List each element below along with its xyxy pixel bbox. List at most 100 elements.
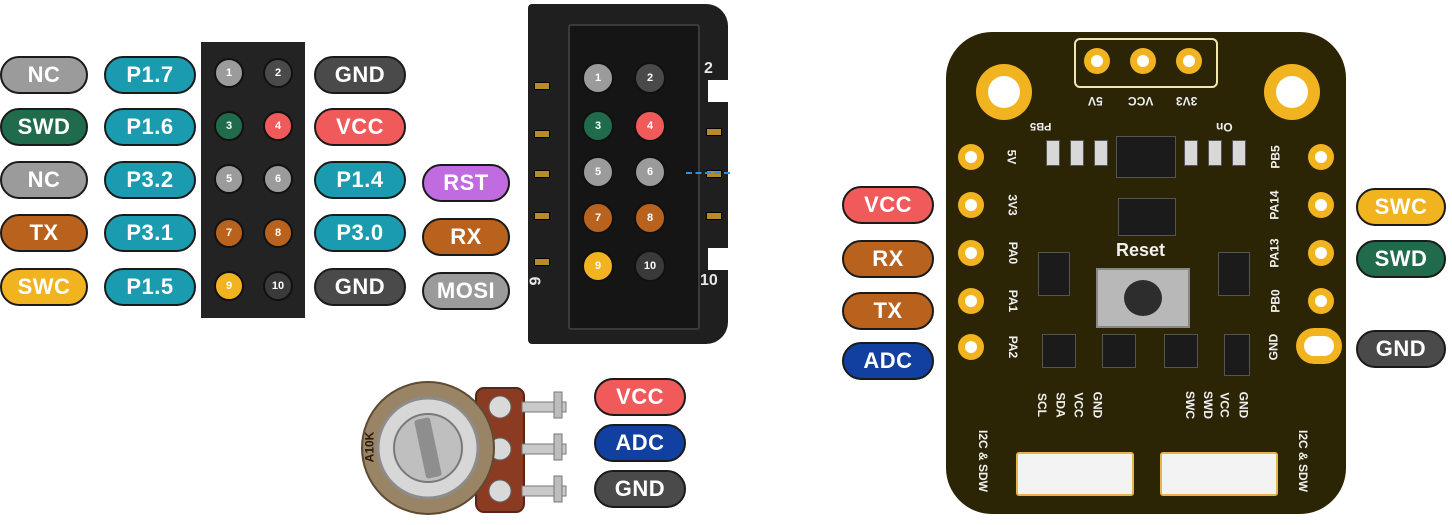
pin-label: RST xyxy=(422,164,510,202)
pcb-silk-label: PB5 xyxy=(1268,145,1283,169)
jst-connector xyxy=(1160,452,1278,496)
header-pin: 2 xyxy=(263,58,293,88)
pcb-pad xyxy=(1176,48,1202,74)
header-pin: 10 xyxy=(263,271,293,301)
pcb-pad xyxy=(1308,192,1334,218)
pcb-pad xyxy=(1308,240,1334,266)
header-pin: 9 xyxy=(582,250,614,282)
pin-label: RX xyxy=(422,218,510,256)
pcb-pad xyxy=(958,240,984,266)
pcb-silk-label: GND xyxy=(1090,391,1105,419)
lead xyxy=(706,212,722,220)
pcb-silk-label: PB5 xyxy=(1030,120,1052,132)
pcb-silk-label: 3V3 xyxy=(1176,94,1198,108)
ic-chip xyxy=(1164,334,1198,368)
module-right-label: GND xyxy=(1356,330,1446,368)
reset-button[interactable] xyxy=(1096,268,1190,328)
led-component xyxy=(1208,140,1222,166)
pcb-pad xyxy=(958,334,984,360)
header-pin: 6 xyxy=(634,156,666,188)
header-pin: 5 xyxy=(582,156,614,188)
led-component xyxy=(1094,140,1108,166)
pcb-silk-label: VCC xyxy=(1217,392,1232,418)
pcb-side-text: I2C & SDW xyxy=(976,429,991,493)
header-pin: 9 xyxy=(214,271,244,301)
header-pin: 4 xyxy=(634,110,666,142)
led-component xyxy=(1232,140,1246,166)
port-label: P1.5 xyxy=(104,268,196,306)
header-pin: 3 xyxy=(582,110,614,142)
header-pin: 3 xyxy=(214,111,244,141)
pcb-pad xyxy=(958,144,984,170)
pin-label: NC xyxy=(0,161,88,199)
pcb-silk-label: PB0 xyxy=(1268,289,1283,313)
module-left-label: RX xyxy=(842,240,934,278)
pin-number-label: 10 xyxy=(700,272,718,289)
jst-connector xyxy=(1016,452,1134,496)
module-right-label: SWC xyxy=(1356,188,1446,226)
pcb-side-text: I2C & SDW xyxy=(1296,429,1311,493)
header-pin: 7 xyxy=(214,218,244,248)
pcb-pad xyxy=(958,288,984,314)
pcb-pad xyxy=(1130,48,1156,74)
ic-chip xyxy=(1224,334,1250,376)
pcb-silk-label: VCC xyxy=(1071,392,1086,418)
mounting-hole xyxy=(1264,64,1320,120)
port-label: P3.2 xyxy=(104,161,196,199)
regulator-chip xyxy=(1116,136,1176,178)
potentiometer-marking: A10K xyxy=(362,431,377,463)
potentiometer: A10K xyxy=(356,374,576,520)
module-left-label: ADC xyxy=(842,342,934,380)
header-pin: 8 xyxy=(263,218,293,248)
ic-chip xyxy=(1102,334,1136,368)
mcu-chip xyxy=(1118,198,1176,236)
key-notch xyxy=(708,248,728,270)
pcb-silk-label: SCL xyxy=(1035,393,1049,417)
pin-label: SWD xyxy=(0,108,88,146)
pcb-pad xyxy=(1308,144,1334,170)
header-pin: 4 xyxy=(263,111,293,141)
header-pin: 2 xyxy=(634,62,666,94)
lead xyxy=(534,258,550,266)
module-left-label: TX xyxy=(842,292,934,330)
pcb-pad xyxy=(958,192,984,218)
pot-label: GND xyxy=(594,470,686,508)
boxed-header-connector: 2 9 10 1 2 3 4 5 6 7 8 9 10 xyxy=(527,4,728,344)
pin-label: P3.0 xyxy=(314,214,406,252)
pcb-silk-label: GND xyxy=(1266,333,1281,361)
pcb-silk-label: SDA xyxy=(1053,392,1068,418)
gnd-slot-pad xyxy=(1296,328,1342,364)
pin-number-label: 9 xyxy=(527,276,545,286)
pcb-silk-label: 5V xyxy=(1088,94,1103,108)
led-component xyxy=(1046,140,1060,166)
header-pin: 5 xyxy=(214,164,244,194)
lead xyxy=(534,130,550,138)
mounting-hole xyxy=(976,64,1032,120)
pin-label: GND xyxy=(314,56,406,94)
dip-switch xyxy=(1038,252,1070,296)
pin-label: P1.4 xyxy=(314,161,406,199)
pin-label: SWC xyxy=(0,268,88,306)
pot-label: VCC xyxy=(594,378,686,416)
pcb-silk-label: GND xyxy=(1236,391,1251,419)
pcb-silk-label: VCC xyxy=(1128,94,1154,108)
lead xyxy=(534,170,550,178)
header-pin: 8 xyxy=(634,202,666,234)
key-notch xyxy=(708,80,728,102)
lead xyxy=(534,212,550,220)
pcb-silk-label: 5V xyxy=(1004,149,1019,165)
module-right-label: SWD xyxy=(1356,240,1446,278)
header-pin: 1 xyxy=(582,62,614,94)
pin-label: MOSI xyxy=(422,272,510,310)
led-component xyxy=(1070,140,1084,166)
pin-label: GND xyxy=(314,268,406,306)
module-pcb: 5V VCC 3V3 PB5 On 5V 3V3 PA0 PA1 PA2 PB5… xyxy=(946,32,1346,514)
port-label: P3.1 xyxy=(104,214,196,252)
dip-switch xyxy=(1218,252,1250,296)
pin-header-2x5: 1 2 3 4 5 6 7 8 9 10 xyxy=(201,42,305,318)
pcb-silk-label: PA13 xyxy=(1267,238,1282,268)
lead xyxy=(706,170,722,178)
pcb-silk-label: PA2 xyxy=(1006,335,1021,359)
pcb-silk-label: 3V3 xyxy=(1005,194,1020,216)
pin-label: VCC xyxy=(314,108,406,146)
